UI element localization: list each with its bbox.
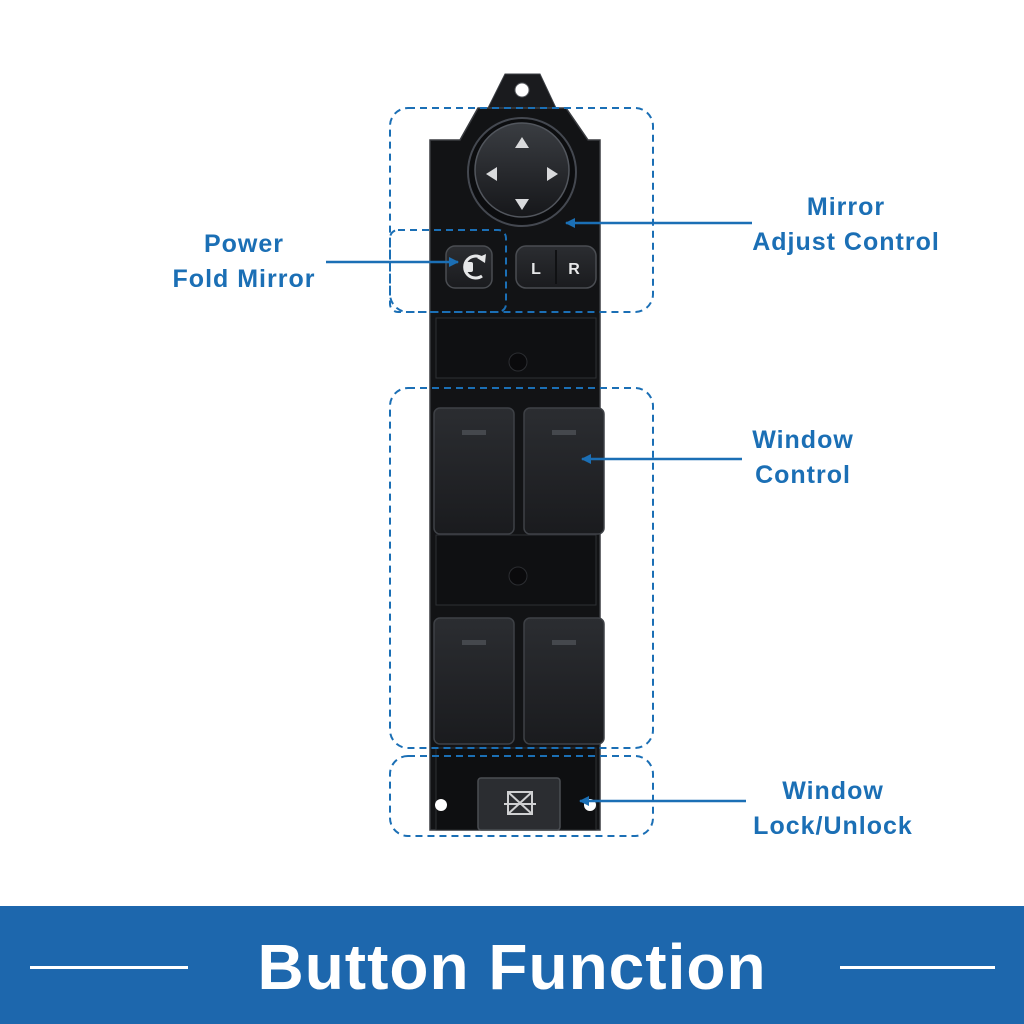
callout-line-2: Lock/Unlock [753, 812, 913, 840]
rotate-mirror-icon [463, 254, 486, 280]
banner-rule-right [840, 966, 995, 969]
arrow-down-icon [515, 199, 529, 210]
mirror-right-label: R [568, 261, 580, 278]
window-lock-icon [504, 791, 536, 815]
mirror-adjust-knob[interactable] [467, 117, 577, 227]
banner-title: Button Function [257, 931, 767, 1003]
callout-line-1: Window [752, 426, 854, 454]
title-banner [0, 906, 1024, 1024]
callout-line-2: Fold Mirror [172, 265, 316, 293]
mirror-left-label: L [531, 261, 541, 278]
window-control-callout: Window Control [723, 423, 883, 493]
power-fold-frame [389, 229, 507, 313]
mirror-adjust-frame [389, 107, 654, 313]
window-button-rear-left[interactable] [433, 617, 515, 745]
callout-line-2: Control [755, 461, 851, 489]
window-button-front-right[interactable] [523, 407, 605, 535]
window-button-rear-right[interactable] [523, 617, 605, 745]
mount-hole [435, 799, 447, 811]
arrow-left-icon [486, 167, 497, 181]
arrow-up-icon [515, 137, 529, 148]
window-lock-frame [389, 755, 654, 837]
callout-line-1: Window [782, 777, 884, 805]
window-lock-button[interactable] [477, 777, 561, 831]
banner-rule-left [30, 966, 188, 969]
mirror-select-switch[interactable]: L R [515, 245, 597, 289]
window-lock-callout: Window Lock/Unlock [738, 774, 928, 844]
callout-line-1: Mirror [806, 193, 886, 221]
power-fold-button[interactable] [445, 245, 493, 289]
window-button-front-left[interactable] [433, 407, 515, 535]
arrow-right-icon [547, 167, 558, 181]
callout-line-1: Power [203, 230, 285, 258]
window-control-frame [389, 387, 654, 749]
power-fold-callout: Power Fold Mirror [154, 227, 334, 297]
callout-line-2: Adjust Control [752, 228, 940, 256]
mirror-adjust-callout: Mirror Adjust Control [736, 190, 956, 260]
